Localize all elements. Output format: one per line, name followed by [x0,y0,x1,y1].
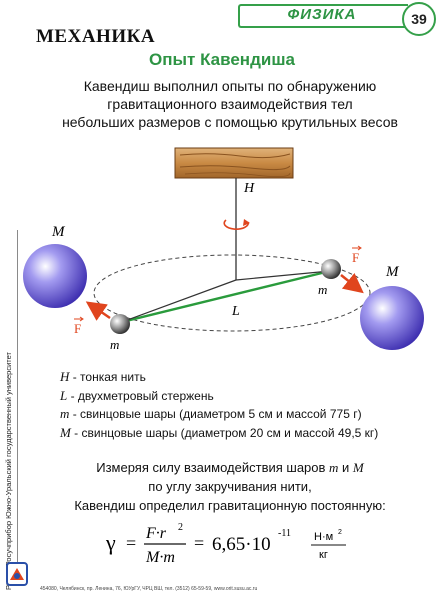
orbit-path [93,254,371,332]
subject-banner [238,4,408,28]
conclusion-symbol: m [329,460,339,475]
conclusion-text-part: и [338,460,353,475]
large-ball-right-label: M [385,264,400,280]
intro-line: гравитационного взаимодействия тел [107,96,353,112]
legend-text: - двухметровый стержень [67,388,214,403]
symbol-legend: H - тонкая нить L - двухметровый стержен… [60,368,378,442]
formula-numerator-exponent: 2 [178,522,183,533]
legend-symbol: m [60,406,70,421]
publisher-logo-icon [6,562,28,586]
subject-label: ФИЗИКА [287,6,357,23]
unit-numerator-exponent: 2 [338,529,342,536]
conclusion-line: Кавендиш определил гравитационную постоя… [74,498,386,513]
legend-item: m - свинцовые шары (диаметром 5 см и мас… [60,405,378,424]
small-ball-right-label: m [318,282,327,297]
small-ball-left-label: m [110,337,119,352]
hanger-line [121,279,237,323]
formula-denominator: M·m [145,549,175,566]
ceiling-beam [174,147,294,179]
large-ball-right [360,286,424,350]
legend-symbol: L [60,387,68,403]
legend-text: - тонкая нить [69,370,146,384]
legend-text: - свинцовые шары (диаметром 20 см и масс… [70,425,379,440]
force-label-right: F [352,245,362,265]
small-ball-left [110,314,130,334]
legend-item: H - тонкая нить [60,368,378,387]
conclusion-symbol: M [352,460,364,475]
rod-label: L [231,304,240,319]
section-title: МЕХАНИКА [36,26,156,47]
small-ball-right [321,259,341,279]
intro-line: Кавендиш выполнил опыты по обнаружению [83,78,377,94]
force-arrow-right-icon [340,272,364,294]
page-title: Опыт Кавендиша [149,50,295,69]
conclusion-line: Измеряя силу взаимодействия шаров m и M [30,458,430,477]
unit-denominator: кг [319,549,328,561]
legend-item: L - двухметровый стержень [60,387,378,406]
formula-value: 6,65·10 [212,534,271,555]
force-arrow-left-icon [85,301,111,321]
legend-item: M - свинцовые шары (диаметром 20 см и ма… [60,424,378,443]
page-number: 39 [402,2,436,36]
gravitational-constant-formula: γ = F·r 2 M·m = 6,65·10 -11 Н·м 2 кг [105,522,346,566]
svg-text:F: F [74,321,81,336]
sidebar-divider [17,230,18,585]
torsion-rod [121,269,331,324]
formula-gamma: γ [105,530,116,555]
formula-exponent: -11 [278,528,291,539]
sidebar-publisher-text: РНПО Росучприбор Южно-Уральский государс… [4,352,13,590]
formula-equals: = [126,533,136,553]
thread-label: H [243,181,255,196]
unit-numerator: Н·м [314,531,333,543]
intro-text: Кавендиш выполнил опыты по обнаружению г… [30,77,430,131]
footer-address: 454080, Челябинск, пр. Ленина, 76, ЮУрГУ… [40,586,258,592]
intro-line: небольших размеров с помощью крутильных … [62,114,398,130]
cavendish-diagram: H L M M m m F F [23,147,424,352]
hanger-line [235,270,331,281]
legend-text: - свинцовые шары (диаметром 5 см и массо… [69,407,362,421]
conclusion-text: Измеряя силу взаимодействия шаров m и M … [30,458,430,515]
twist-arrow-icon [223,219,250,230]
svg-text:F: F [352,250,359,265]
conclusion-line: по углу закручивания нити, [148,479,312,494]
legend-symbol: H [60,369,70,384]
formula-numerator: F·r [145,525,167,542]
conclusion-text-part: Измеряя силу взаимодействия шаров [96,460,330,475]
force-label-left: F [74,316,84,336]
large-ball-left-label: M [51,224,66,240]
formula-equals: = [194,533,204,553]
legend-symbol: M [60,424,71,440]
large-ball-left [23,244,87,308]
